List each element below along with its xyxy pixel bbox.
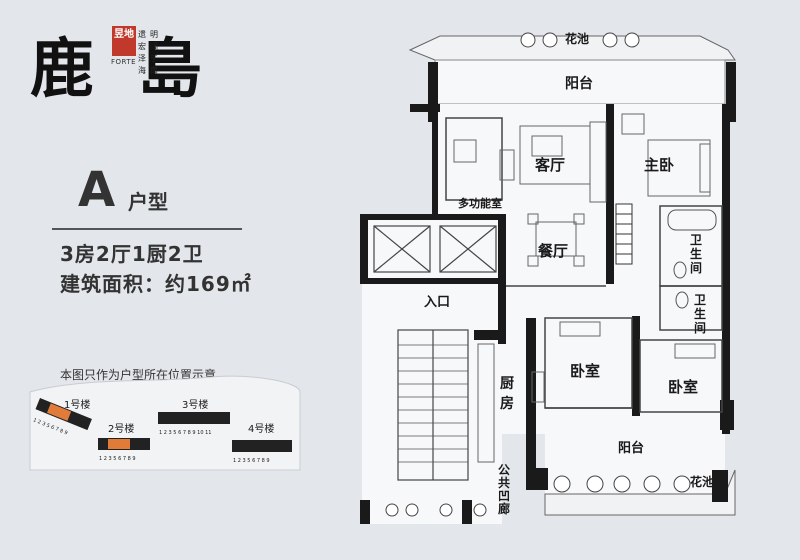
- building-4-label: 4号楼: [248, 422, 274, 435]
- brand-seal-en: FORTE: [111, 58, 137, 66]
- bathtub: [667, 209, 717, 231]
- thin-walls: [445, 117, 723, 413]
- building-2-highlight: [108, 439, 130, 449]
- bottom-garden: [544, 469, 736, 516]
- label-bedroom-b: 卧室: [668, 378, 698, 396]
- unit-rooms: 3房2厅1厨2卫: [60, 242, 204, 266]
- bottom-balcony-floor: [545, 434, 725, 494]
- label-corridor: 公共凹廊: [498, 463, 510, 516]
- building-3-label: 3号楼: [182, 398, 208, 411]
- bottom-garden-plants: [385, 475, 691, 517]
- master-bed: [621, 113, 711, 197]
- floor-plan: 花池 阳台 客厅 主卧 多功能室 餐厅 入口 卧室 卧室 阳台 花池 卫生间 卫…: [360, 31, 736, 524]
- label-balcony-bottom: 阳台: [618, 440, 644, 456]
- walls: [360, 62, 736, 524]
- top-garden-plants: [520, 32, 640, 48]
- building-1-highlight: [47, 403, 72, 421]
- label-bedroom-a: 卧室: [570, 362, 600, 380]
- label-dining: 餐厅: [538, 242, 568, 260]
- svg-text:1 2 3 5 6 7 8 9: 1 2 3 5 6 7 8 9: [233, 458, 270, 464]
- building-4: 1 2 3 5 6 7 8 9: [232, 440, 292, 464]
- stair-core: [362, 284, 502, 524]
- label-multi-room: 多功能室: [458, 196, 502, 210]
- living-furniture: [453, 121, 607, 203]
- label-bath-1: 卫生间: [690, 233, 702, 275]
- brand-slogan: 遗明 宏阔 泽于 海南: [138, 30, 158, 75]
- brand-logo: 鹿島: [30, 18, 204, 110]
- stairs: [397, 329, 469, 481]
- label-master-bedroom: 主卧: [644, 156, 674, 174]
- label-balcony-top: 阳台: [565, 75, 593, 92]
- label-bath-2: 卫生间: [694, 293, 706, 335]
- dining-furniture: [527, 213, 585, 267]
- building-2-label: 2号楼: [108, 422, 134, 435]
- building-3: 1 2 3 5 6 7 8 9 10 11: [158, 412, 230, 436]
- label-living: 客厅: [534, 156, 565, 174]
- label-kitchen: 厨房: [500, 376, 514, 412]
- location-note: 本图只作为户型所在位置示意: [60, 368, 217, 382]
- unit-area: 建筑面积：约169㎡: [60, 272, 252, 296]
- label-garden-top: 花池: [565, 31, 589, 46]
- site-map: 1 2 3 5 6 7 8 9 1号楼 1 2 3 5 6 7 8 9 2号楼 …: [29, 375, 301, 471]
- building-2: 1 2 3 5 6 7 8 9: [98, 438, 150, 462]
- room-labels: 花池 阳台 客厅 主卧 多功能室 餐厅 入口 卧室 卧室 阳台 花池: [424, 31, 714, 489]
- unit-type-letter: A: [78, 162, 116, 218]
- unit-type-word: 户型: [128, 190, 168, 214]
- svg-text:1 2 3 5 6 7 8 9 10 11: 1 2 3 5 6 7 8 9 10 11: [159, 430, 211, 436]
- bedroom-furniture: [559, 321, 716, 359]
- label-garden-bottom: 花池: [690, 474, 714, 489]
- kitchen-counter: [477, 343, 545, 463]
- toilet-2: [675, 291, 689, 309]
- wardrobe: [615, 203, 633, 265]
- divider: [52, 228, 242, 230]
- label-entrance: 入口: [424, 295, 450, 310]
- brand-char-1: 鹿: [30, 32, 96, 107]
- brand-char-2: 島: [138, 32, 204, 107]
- top-balcony: [434, 59, 726, 105]
- toilet-1: [673, 261, 687, 279]
- building-1-label: 1号楼: [64, 398, 90, 411]
- brand-seal: 昱地: [112, 26, 136, 56]
- svg-text:1 2 3 5 6 7 8 9: 1 2 3 5 6 7 8 9: [99, 456, 136, 462]
- elevators: [373, 225, 497, 273]
